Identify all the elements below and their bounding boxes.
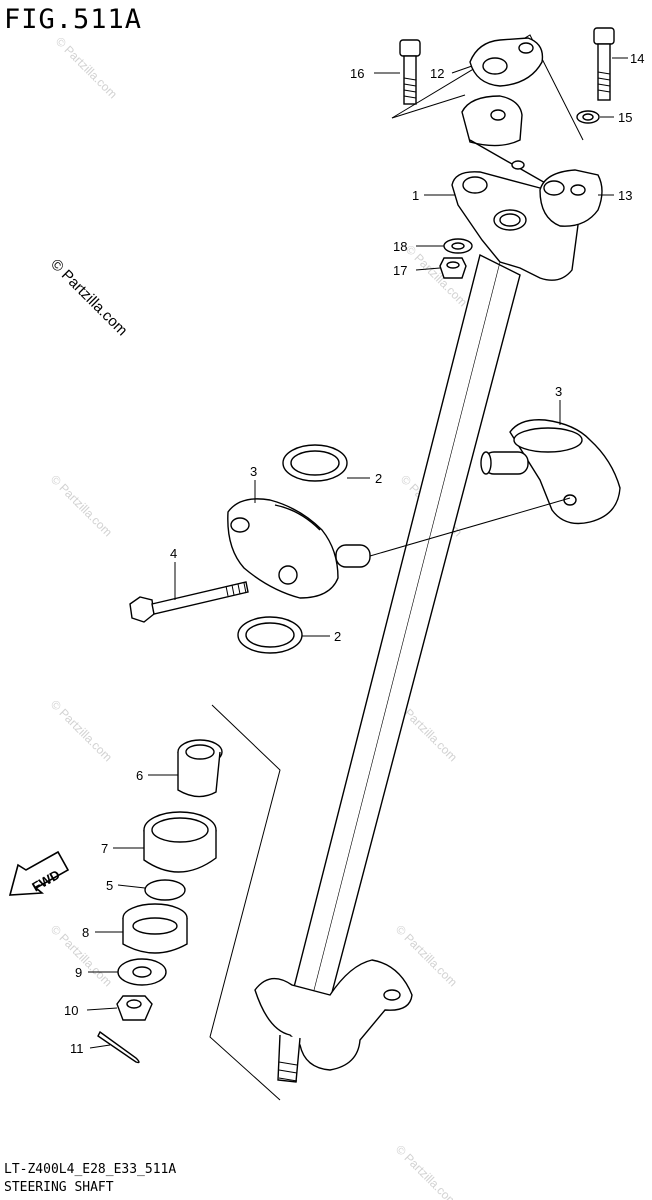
lower-stack [97, 704, 281, 1101]
watermark-mid-left: © Partzilla.com [48, 472, 115, 539]
callout-1: 1 [412, 188, 419, 203]
figure-caption: STEERING SHAFT [4, 1180, 114, 1195]
seal-2-lower-part [237, 616, 303, 654]
bolt-4-part [129, 581, 249, 623]
callout-8: 8 [82, 925, 89, 940]
bearing-8-part [122, 903, 188, 954]
fwd-arrow-icon: FWD [8, 850, 70, 896]
callout-9: 9 [75, 965, 82, 980]
shaft-lower-end [254, 959, 413, 1083]
callout-2-lower: 2 [334, 629, 341, 644]
watermark-footer: © Partzilla.com [393, 1142, 460, 1200]
callout-6: 6 [136, 768, 143, 783]
callouts: 16 12 14 15 1 13 18 17 3 3 2 4 2 6 7 5 8… [64, 51, 644, 1056]
watermark-low-left: © Partzilla.com [48, 697, 115, 764]
callout-3-right: 3 [555, 384, 562, 399]
alignment-line [369, 497, 571, 557]
steering-shaft [291, 253, 521, 1001]
leader-lines [86, 57, 628, 1049]
callout-15: 15 [618, 110, 632, 125]
callout-3-left: 3 [250, 464, 257, 479]
callout-16: 16 [350, 66, 364, 81]
figure-title: FIG.511A [4, 4, 143, 35]
callout-12: 12 [430, 66, 444, 81]
callout-17: 17 [393, 263, 407, 278]
nut-10-part [116, 995, 153, 1021]
clamp-13-part [539, 169, 603, 227]
watermark-top-left: © Partzilla.com [53, 34, 120, 101]
bearing-7-part [143, 811, 217, 873]
callout-5: 5 [106, 878, 113, 893]
cotter-pin-11-part [97, 1030, 140, 1064]
callout-18: 18 [393, 239, 407, 254]
bushing-3-left-part [227, 498, 371, 599]
callout-7: 7 [101, 841, 108, 856]
nut-17-part [439, 257, 467, 279]
oring-5-part [144, 879, 186, 901]
seal-2-upper-part [282, 444, 348, 482]
watermark-primary: © Partzilla.com [47, 256, 130, 339]
bushing-6-part [177, 739, 223, 798]
bolt-16-part [399, 39, 421, 105]
callout-13: 13 [618, 188, 632, 203]
washer-9-part [117, 958, 167, 986]
callout-10: 10 [64, 1003, 78, 1018]
callout-11: 11 [70, 1041, 84, 1056]
bolt-14-part [593, 27, 615, 101]
handlebar-clamp-assembly [391, 27, 615, 281]
model-code: LT-Z400L4_E28_E33_511A [4, 1162, 177, 1177]
bushing-3-right-part [480, 419, 621, 525]
callout-4: 4 [170, 546, 177, 561]
callout-14: 14 [630, 51, 644, 66]
callout-2-upper: 2 [375, 471, 382, 486]
upper-clamp-12-part [469, 37, 544, 87]
